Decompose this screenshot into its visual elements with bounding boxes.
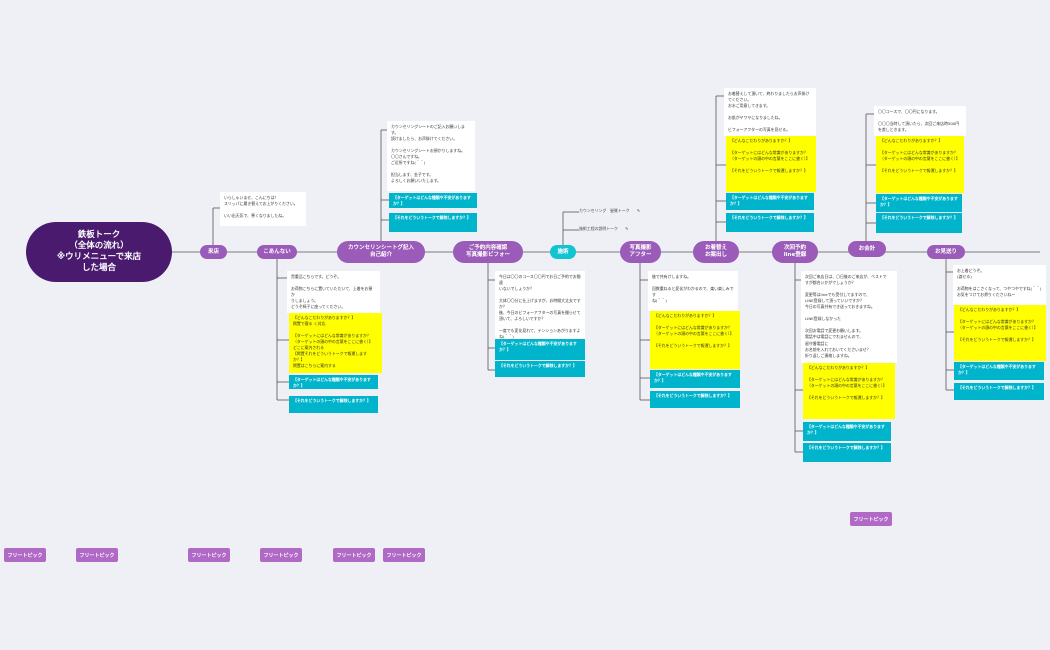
question-talk: 【それをどういうトークで報運しますか？】: [654, 343, 732, 349]
annai-blue-box-2[interactable]: 【それをどういうトークで解除しますか？】: [289, 396, 378, 413]
kigae-yellow-box[interactable]: 【どんなこだわりがありますか？】【ターゲットにはどんな常識がありますか？ （ター…: [726, 136, 816, 192]
kigae-blue-box-2[interactable]: 【それをどういうトークで解除しますか？】: [726, 213, 814, 232]
free-topic[interactable]: フリートピック: [333, 548, 375, 562]
note-icon: ✎: [636, 208, 641, 213]
card-raiten[interactable]: いらしゃいませ、こんにちは！ スリッパに履き替えてお上がりください。 いい出天気…: [220, 192, 306, 226]
stage-raiten[interactable]: 来店: [200, 245, 227, 259]
kaikei-blue-box-2[interactable]: 【それをどういうトークで解除しますか？】: [876, 213, 962, 233]
free-topic[interactable]: フリートピック: [383, 548, 425, 562]
after-yellow-box[interactable]: 【どんなこだわりがありますか？】【ターゲットにはどんな常識がありますか？ （ター…: [650, 311, 740, 369]
free-topic[interactable]: フリートピック: [188, 548, 230, 562]
stage-kaikei[interactable]: お会計: [848, 241, 886, 257]
card-jikai[interactable]: 次回ご来店日は、〇日後のご来店が、ベストで すが都合いかがでしょうか？ 変更等は…: [801, 271, 897, 363]
card-miokuri[interactable]: お上着どうぞ。 (渡せる) お荷物をはこさくなって、つやつやですね(＾＾) お気…: [953, 265, 1046, 305]
annai-yellow-box[interactable]: 【どんなこだわりがありますか？】 掲置で寝る く対応 【ターゲットにはどんな常識…: [289, 313, 382, 373]
stage-after[interactable]: 写真撮影 アフター: [620, 241, 661, 263]
question-talk: 【それをどういうトークで報運しますか？】: [730, 168, 808, 174]
card-yoyaku[interactable]: 今日は〇〇のコース〇〇円でお日ご予約でお間違 いないでしょうか？ 大体〇〇分に仕…: [495, 271, 585, 339]
question-joshiki: 【ターゲットにはどんな常識がありますか？ （ターゲットの頭の中の言葉をここに書く…: [654, 325, 734, 337]
jikai-blue-box-1[interactable]: 【ターゲットはどんな種類や不安がありますか？】: [803, 422, 891, 441]
kaikei-yellow-box[interactable]: 【どんなこだわりがありますか？】【ターゲットにはどんな常識がありますか？ （ター…: [876, 136, 964, 193]
stage-sejutsu[interactable]: 施術: [550, 245, 576, 259]
question-joshiki: 【ターゲットにはどんな常識がありますか？ （ターゲットの頭の中の言葉をここに書く…: [880, 150, 960, 162]
free-topic[interactable]: フリートピック: [76, 548, 118, 562]
counseling-blue-box-2[interactable]: 【それをどういうトークで解除しますか？】: [389, 213, 477, 232]
card-after[interactable]: 後で共有けしますね。 回数重ねると変化がわかるので、楽い楽しみです ね(＾＾): [648, 271, 738, 311]
stage-jikai[interactable]: 次回予約 line登録: [772, 241, 818, 263]
question-joshiki: 【ターゲットにはどんな常識がありますか？ （ターゲットの頭の中の言葉をここに書く…: [807, 377, 887, 389]
question-joshiki: 【ターゲットにはどんな常識がありますか？ （ターゲットの頭の中の言葉をここに書く…: [958, 319, 1038, 331]
miokuri-blue-box-1[interactable]: 【ターゲットはどんな種類や不安がありますか？】: [954, 362, 1044, 380]
kigae-blue-box-1[interactable]: 【ターゲットはどんな種類や不安がありますか？】: [726, 193, 814, 210]
treatment-item-2-label: 施術工程の説明トーク: [579, 226, 618, 231]
root-topic[interactable]: 鉄板トーク （全体の流れ） ※ウリメニューで来店 した場合: [26, 222, 172, 282]
yoyaku-blue-box-1[interactable]: 【ターゲットはどんな種類や不安がありますか？】: [495, 339, 585, 360]
yoyaku-blue-box-2[interactable]: 【それをどういうトークで解除しますか？】: [495, 361, 585, 377]
question-kodawari: 【どんなこだわりがありますか？】: [807, 365, 870, 370]
stage-yoyaku[interactable]: ご予約内容確認 写真撮影ビフォー: [453, 241, 523, 263]
kaikei-blue-box-1[interactable]: 【ターゲットはどんな種類や不安がありますか？】: [876, 194, 962, 212]
stage-miokuri[interactable]: お見送り: [927, 245, 965, 259]
question-talk: 【それをどういうトークで報運しますか？】: [807, 395, 885, 401]
card-kigae[interactable]: お着替えして頂いて、終わりましたらお声掛け てください。 お水ご用意してきます。…: [724, 88, 816, 136]
stage-kigae[interactable]: お着替え お案出し: [693, 241, 739, 263]
free-topic[interactable]: フリートピック: [260, 548, 302, 562]
question-kodawari: 【どんなこだわりがありますか？】: [654, 313, 717, 318]
miokuri-yellow-box[interactable]: 【どんなこだわりがありますか？】【ターゲットにはどんな常識がありますか？ （ター…: [954, 305, 1046, 361]
card-counseling[interactable]: カウンセリングシートのご記入お願いします。 読けましたら、お声掛けてください。 …: [387, 121, 475, 191]
card-kaikei[interactable]: 〇〇コースで、〇〇円になります。 〇〇〇当時して頂いたら、次回ご来店時500円 …: [874, 106, 966, 136]
question-kodawari: 【どんなこだわりがありますか？】: [958, 307, 1021, 312]
question-kodawari: 【どんなこだわりがありますか？】: [730, 138, 793, 143]
after-blue-box-1[interactable]: 【ターゲットはどんな種類や不安がありますか？】: [650, 370, 740, 388]
treatment-item-2[interactable]: 施術工程の説明トーク ✎: [579, 226, 628, 232]
stage-annai[interactable]: こあんない: [257, 245, 297, 259]
counseling-blue-box-1[interactable]: 【ターゲットはどんな種類や不安がありますか？】: [389, 193, 477, 208]
free-topic[interactable]: フリートピック: [4, 548, 46, 562]
stage-counseling[interactable]: カウンセリンシートグ記入 自己紹介: [337, 241, 425, 263]
question-talk: 【それをどういうトークで報運しますか？】: [880, 168, 958, 174]
free-topic[interactable]: フリートピック: [850, 512, 892, 526]
note-icon: ✎: [625, 226, 629, 231]
question-talk: 【それをどういうトークで報運しますか？】: [958, 337, 1036, 343]
miokuri-blue-box-2[interactable]: 【それをどういうトークで解除しますか？】: [954, 383, 1044, 400]
jikai-yellow-box[interactable]: 【どんなこだわりがありますか？】【ターゲットにはどんな常識がありますか？ （ター…: [803, 363, 895, 419]
question-kodawari: 【どんなこだわりがありますか？】: [880, 138, 943, 143]
treatment-item-1-label: カウンセリング 髪質トーク: [579, 208, 630, 213]
annai-blue-box-1[interactable]: 【ターゲットはどんな種類や不安がありますか？】: [289, 375, 378, 389]
after-blue-box-2[interactable]: 【それをどういうトークで解除しますか？】: [650, 391, 740, 408]
card-annai[interactable]: 貴重品こちらです。どうぞ。 お荷物こちらに置いていただいて、上着をお預か りしま…: [287, 271, 380, 313]
question-joshiki: 【ターゲットにはどんな常識がありますか？ （ターゲットの頭の中の言葉をここに書く…: [730, 150, 810, 162]
jikai-blue-box-2[interactable]: 【それをどういうトークで解除しますか？】: [803, 443, 891, 462]
treatment-item-1[interactable]: カウンセリング 髪質トーク ✎: [579, 208, 640, 214]
